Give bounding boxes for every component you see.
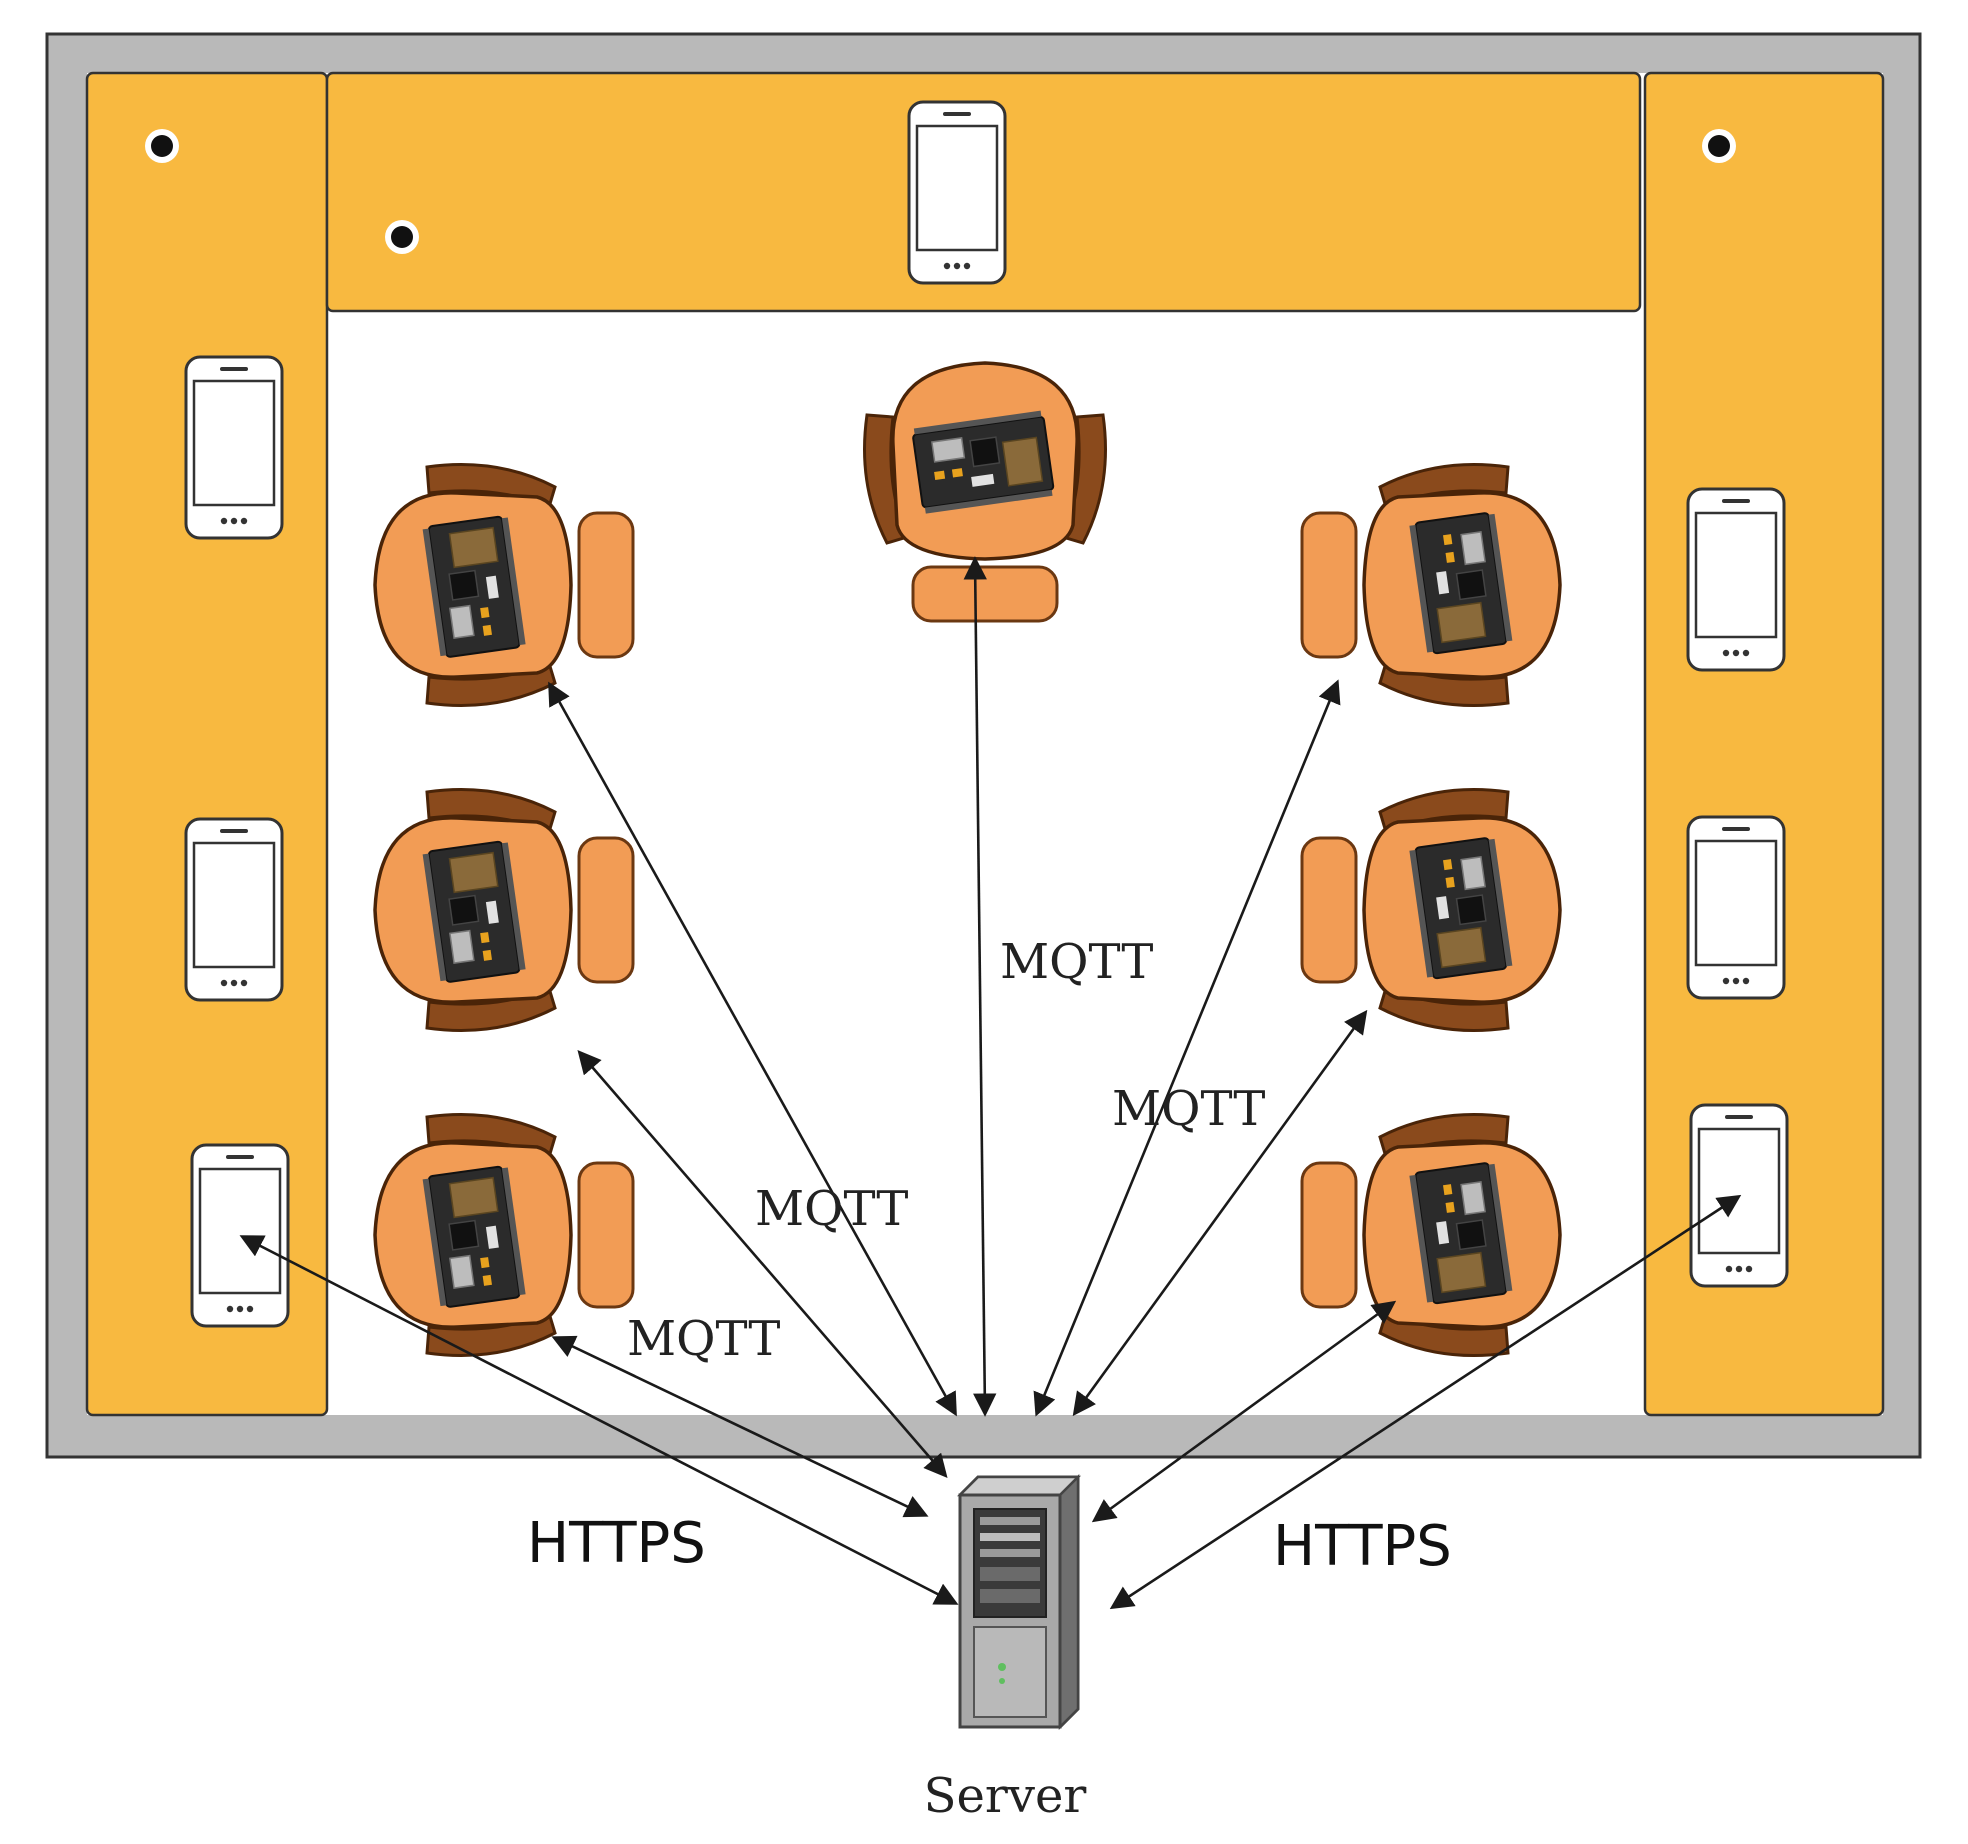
smartphone-icon: [1686, 487, 1786, 672]
smartphone-icon: [907, 100, 1007, 285]
smartphone-icon: [184, 355, 284, 540]
https-label-right: HTTPS: [1273, 1514, 1452, 1579]
mqtt-label-center: MQTT: [1000, 934, 1153, 990]
server-label: Server: [924, 1768, 1087, 1824]
labels: MQTT MQTT MQTT MQTT HTTPS HTTPS Server: [527, 934, 1452, 1824]
smartphone-icon: [184, 817, 284, 1002]
https-label-left: HTTPS: [527, 1511, 706, 1576]
mqtt-label-right: MQTT: [1112, 1081, 1265, 1137]
beacon-dots: [145, 129, 1736, 254]
mqtt-arrow: [963, 556, 997, 1417]
smartphone-icon: [1689, 1103, 1789, 1288]
server-tower-icon: [958, 1475, 1080, 1729]
smartphone-icon: [1686, 815, 1786, 1000]
mqtt-label-left-upper: MQTT: [755, 1181, 908, 1237]
https-arrow: [239, 1235, 959, 1605]
zone-right: [1643, 71, 1885, 1417]
beacon-dot-icon: [1702, 129, 1736, 163]
beacon-dot-icon: [145, 129, 179, 163]
beacon-dot-icon: [385, 220, 419, 254]
https-arrow: [1109, 1194, 1742, 1610]
connection-arrows: [239, 556, 1742, 1610]
mqtt-label-left-lower: MQTT: [627, 1311, 780, 1367]
smartphone-icon: [190, 1143, 290, 1328]
